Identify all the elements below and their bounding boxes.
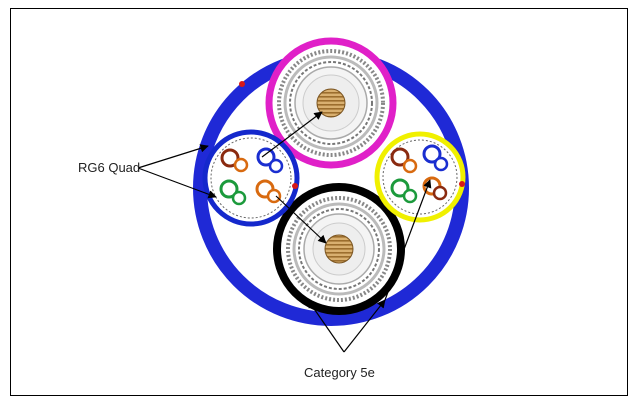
label-rg6-quad: RG6 Quad (78, 160, 140, 175)
leader-lines (137, 111, 432, 353)
label-category-5e: Category 5e (304, 365, 375, 380)
ripcord-dot (239, 81, 245, 87)
cat5e-subunit-left (202, 129, 300, 227)
rg6-subunit-bottom (273, 183, 405, 315)
cat5e-subunit-right (374, 131, 466, 223)
